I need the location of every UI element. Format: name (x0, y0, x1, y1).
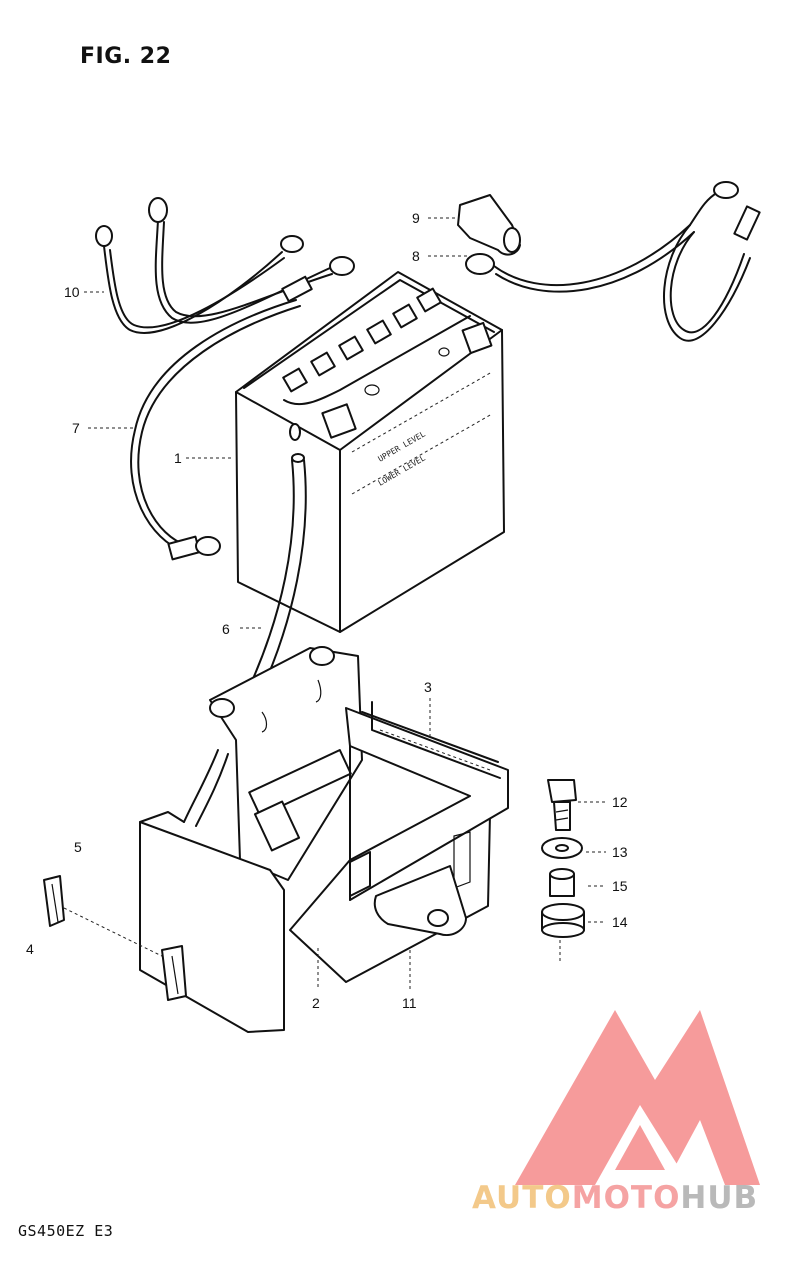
callout-1: 1 (174, 450, 182, 466)
battery-cell-caps (282, 287, 442, 393)
terminal-cover-cap (457, 194, 521, 256)
callout-7: 7 (72, 420, 80, 436)
brand-moto: MOTO (571, 1180, 681, 1216)
battery-holder-bracket (209, 646, 363, 881)
callout-4: 4 (26, 941, 34, 957)
battery-tray (289, 701, 509, 983)
brand-hub: HUB (680, 1180, 759, 1216)
callout-13: 13 (612, 844, 628, 860)
battery-cable-negative (130, 299, 301, 561)
callout-numbers: 1 2 3 4 5 6 7 8 9 10 11 12 13 14 15 (26, 210, 628, 1011)
breather-hose (183, 453, 307, 827)
figure-title: FIG. 22 (80, 44, 172, 69)
callout-15: 15 (612, 878, 628, 894)
spacer (549, 868, 575, 897)
watermark-brand: AUTOMOTOHUB (472, 1180, 758, 1216)
callout-leaders (84, 217, 606, 990)
callout-2: 2 (312, 995, 320, 1011)
washer (541, 837, 583, 859)
battery: UPPER LEVEL LOWER LEVEL (235, 271, 505, 633)
cushion (541, 903, 585, 938)
callout-9: 9 (412, 210, 420, 226)
callout-14: 14 (612, 914, 628, 930)
callout-8: 8 (412, 248, 420, 264)
ground-lead-wires (95, 197, 355, 334)
callout-10: 10 (64, 284, 80, 300)
battery-strap (43, 875, 187, 1001)
callout-5: 5 (74, 839, 82, 855)
watermark-logo (515, 1010, 760, 1185)
callout-6: 6 (222, 621, 230, 637)
bolt (547, 779, 577, 831)
brand-auto: AUTO (472, 1180, 572, 1216)
model-code: GS450EZ E3 (18, 1222, 114, 1240)
callout-11: 11 (402, 995, 417, 1011)
callout-3: 3 (424, 679, 432, 695)
battery-cable-positive (465, 181, 761, 342)
callout-12: 12 (612, 794, 628, 810)
